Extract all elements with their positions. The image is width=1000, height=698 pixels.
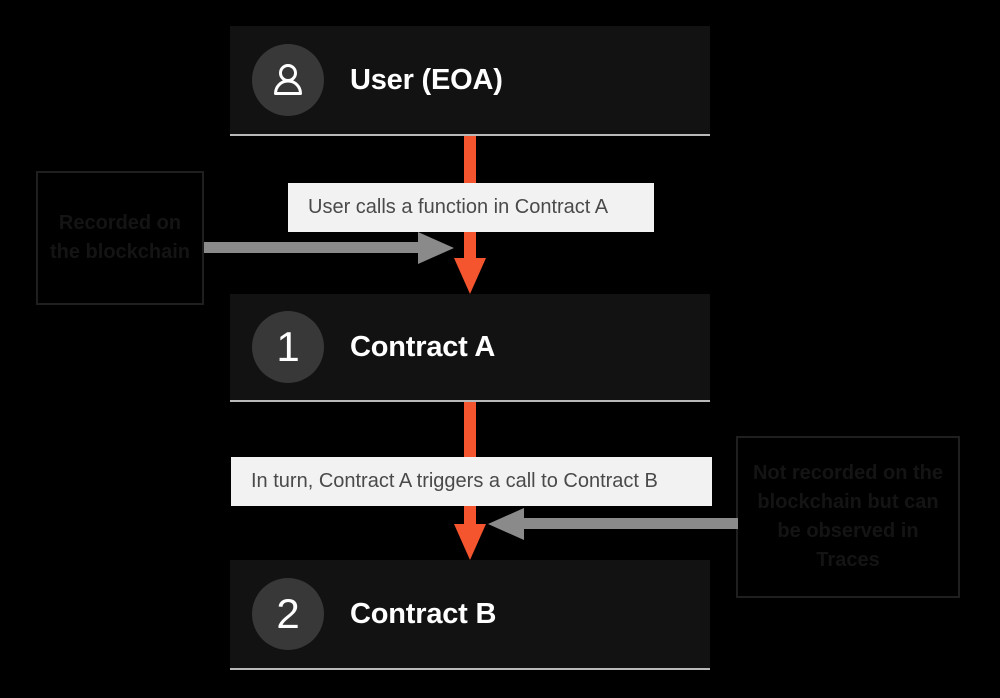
caption-user-calls-function: User calls a function in Contract A [288,183,654,232]
annotation-recorded-on-blockchain-text: Recorded on the blockchain [49,212,191,263]
node-contract-a-label: Contract A [350,330,496,363]
node-contract-b[interactable]: 2 Contract B [230,560,710,670]
annotation-recorded-on-blockchain: Recorded on the blockchain [36,171,204,305]
caption-contract-a-triggers-call-text: In turn, Contract A triggers a call to C… [251,470,658,492]
annotation-not-recorded-traces: Not recorded on the blockchain but can b… [736,436,960,598]
caption-contract-a-triggers-call: In turn, Contract A triggers a call to C… [231,457,712,506]
node-contract-a[interactable]: 1 Contract A [230,294,710,402]
step-number-badge-2: 2 [252,578,324,650]
arrow-recorded-pointer [204,232,454,264]
step-number-badge-1: 1 [252,311,324,383]
node-user-eoa-label: User (EOA) [350,63,503,96]
caption-user-calls-function-text: User calls a function in Contract A [308,196,609,218]
node-user-eoa[interactable]: User (EOA) [230,26,710,136]
arrow-not-recorded-pointer [488,508,738,540]
person-icon [252,44,324,116]
node-contract-b-label: Contract B [350,597,497,630]
annotation-not-recorded-traces-text: Not recorded on the blockchain but can b… [752,462,943,571]
